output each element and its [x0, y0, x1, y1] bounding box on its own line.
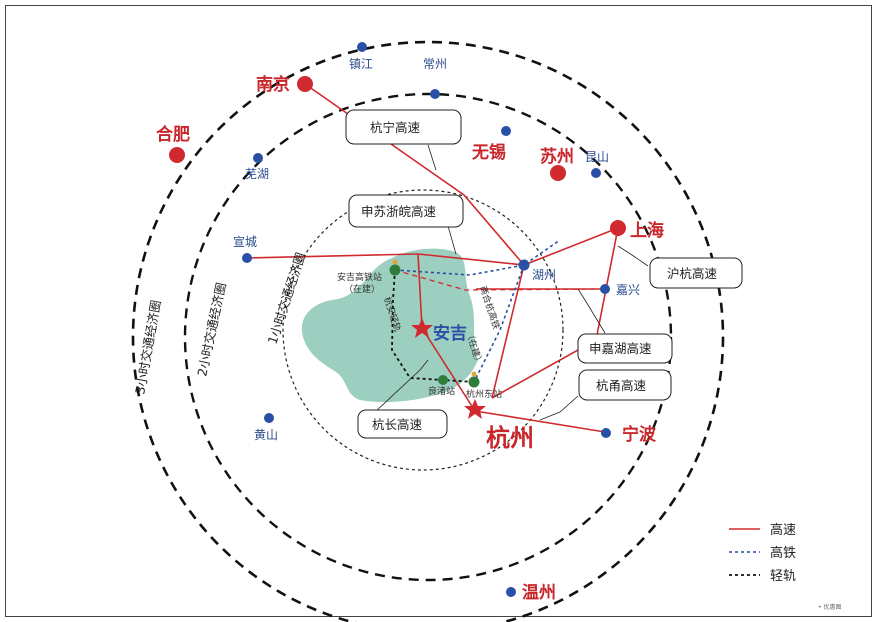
huzhou-hangzhou-highway	[491, 264, 525, 399]
wuxi-dot	[501, 126, 511, 136]
legend-hsr-label: 高铁	[770, 545, 796, 561]
legend-light-rail-label: 轻轨	[770, 569, 796, 584]
anji-label: 安吉	[433, 323, 467, 344]
hsr-lines	[394, 239, 561, 383]
wenzhou-dot	[506, 587, 516, 597]
shanghefang-label: 商合杭高铁	[477, 284, 502, 331]
hangzhou-star	[464, 399, 486, 419]
anji-hsr-station-label: 安吉高铁站	[337, 271, 382, 283]
ningbo-dot	[601, 428, 611, 438]
city-labels: 镇江 常州 南京 合肥 芜湖 无锡 苏州 昆山 上海 宣城 湖州 嘉兴 安吉 杭…	[156, 57, 664, 603]
jiaxing-dot	[600, 284, 610, 294]
hangzhou-east-station-label: 杭州东站	[466, 388, 502, 400]
callout-hangyong-label: 杭甬高速	[596, 378, 647, 393]
callout-box-hangning	[345, 109, 462, 145]
callout-hangchang-label: 杭长高速	[372, 417, 423, 432]
hangzhou-label: 杭州	[486, 424, 534, 452]
hangzhou-east-station-dot	[468, 376, 480, 388]
callout-huhang-label: 沪杭高速	[667, 266, 718, 281]
two-hour-ring-label: 2小时交通经济圈	[194, 281, 229, 378]
station-markers	[389, 259, 480, 388]
ningbo-label: 宁波	[622, 424, 657, 445]
suzhou-label: 苏州	[540, 146, 574, 167]
zhenjiang-dot	[357, 42, 367, 52]
hefei-label: 合肥	[156, 124, 190, 145]
anji-region	[301, 248, 478, 403]
callout-box-hangyong	[578, 369, 672, 401]
legend-labels: 高速 高铁 轻轨	[770, 522, 796, 584]
liangzhu-station-label: 良渚站	[428, 385, 455, 397]
shanghai-label: 上海	[630, 220, 664, 241]
callout-shenjiahu-label: 申嘉湖高速	[589, 341, 652, 356]
zhenjiang-label: 镇江	[349, 57, 373, 71]
wuhu-dot	[253, 153, 263, 163]
wuhu-label: 芜湖	[245, 166, 269, 181]
jiaxing-label: 嘉兴	[616, 283, 640, 297]
liangzhu-station-dot	[438, 375, 448, 385]
three-hour-ring	[131, 40, 725, 622]
wuxi-label: 无锡	[471, 142, 506, 163]
one-hour-ring	[282, 189, 564, 471]
callout-box-huhang	[649, 257, 743, 289]
callout-shensuzhewan-label: 申苏浙皖高速	[361, 204, 437, 219]
city-markers	[169, 42, 626, 597]
one-hour-ring-label: 1小时交通经济圈	[265, 250, 309, 345]
shanghefang-hsr	[473, 264, 525, 383]
legend	[729, 528, 760, 576]
hefei-dot	[169, 147, 185, 163]
xuancheng-label: 宣城	[233, 234, 257, 249]
huangshan-label: 黄山	[254, 428, 278, 442]
anji-star	[411, 318, 433, 338]
two-hour-ring	[183, 92, 673, 582]
anji-hsr-status-label: （在建）	[344, 283, 380, 295]
legend-highway-label: 高速	[770, 522, 796, 538]
kunshan-dot	[591, 168, 601, 178]
callout-labels: 杭宁高速 申苏浙皖高速 沪杭高速 申嘉湖高速 杭甬高速 杭长高速	[361, 120, 718, 432]
xuancheng-dot	[242, 253, 252, 263]
callout-leaders	[374, 144, 649, 421]
shenjiahu-dashed	[394, 269, 605, 291]
suzhou-dot	[550, 165, 566, 181]
light-rail-line	[391, 269, 475, 383]
huzhou-label: 湖州	[532, 267, 556, 282]
changzhou-label: 常州	[423, 57, 447, 71]
huzhou-dot	[518, 259, 530, 271]
anji-huzhou-hsr	[394, 239, 561, 276]
callout-hangning-label: 杭宁高速	[370, 120, 421, 135]
ring-labels: 1小时交通经济圈 2小时交通经济圈 3小时交通经济圈	[132, 250, 308, 395]
three-hour-ring-label: 3小时交通经济圈	[132, 299, 163, 396]
nanjing-label: 南京	[256, 74, 290, 95]
huangshan-dot	[264, 413, 274, 423]
callout-box-hangchang	[357, 409, 448, 439]
callout-box-shenjiahu	[577, 333, 673, 364]
nanjing-dot	[297, 76, 313, 92]
xuancheng-huzhou-highway	[246, 253, 419, 259]
anji-hsr-station-dot	[389, 264, 401, 276]
watermark: • 优惠图	[818, 603, 841, 611]
wenzhou-label: 温州	[522, 583, 556, 603]
kunshan-label: 昆山	[585, 150, 609, 164]
changzhou-dot	[430, 89, 440, 99]
callout-box-shensuzhewan	[348, 194, 464, 228]
shanghai-dot	[610, 220, 626, 236]
hangyong-highway	[474, 410, 606, 433]
callout-boxes	[345, 109, 743, 439]
